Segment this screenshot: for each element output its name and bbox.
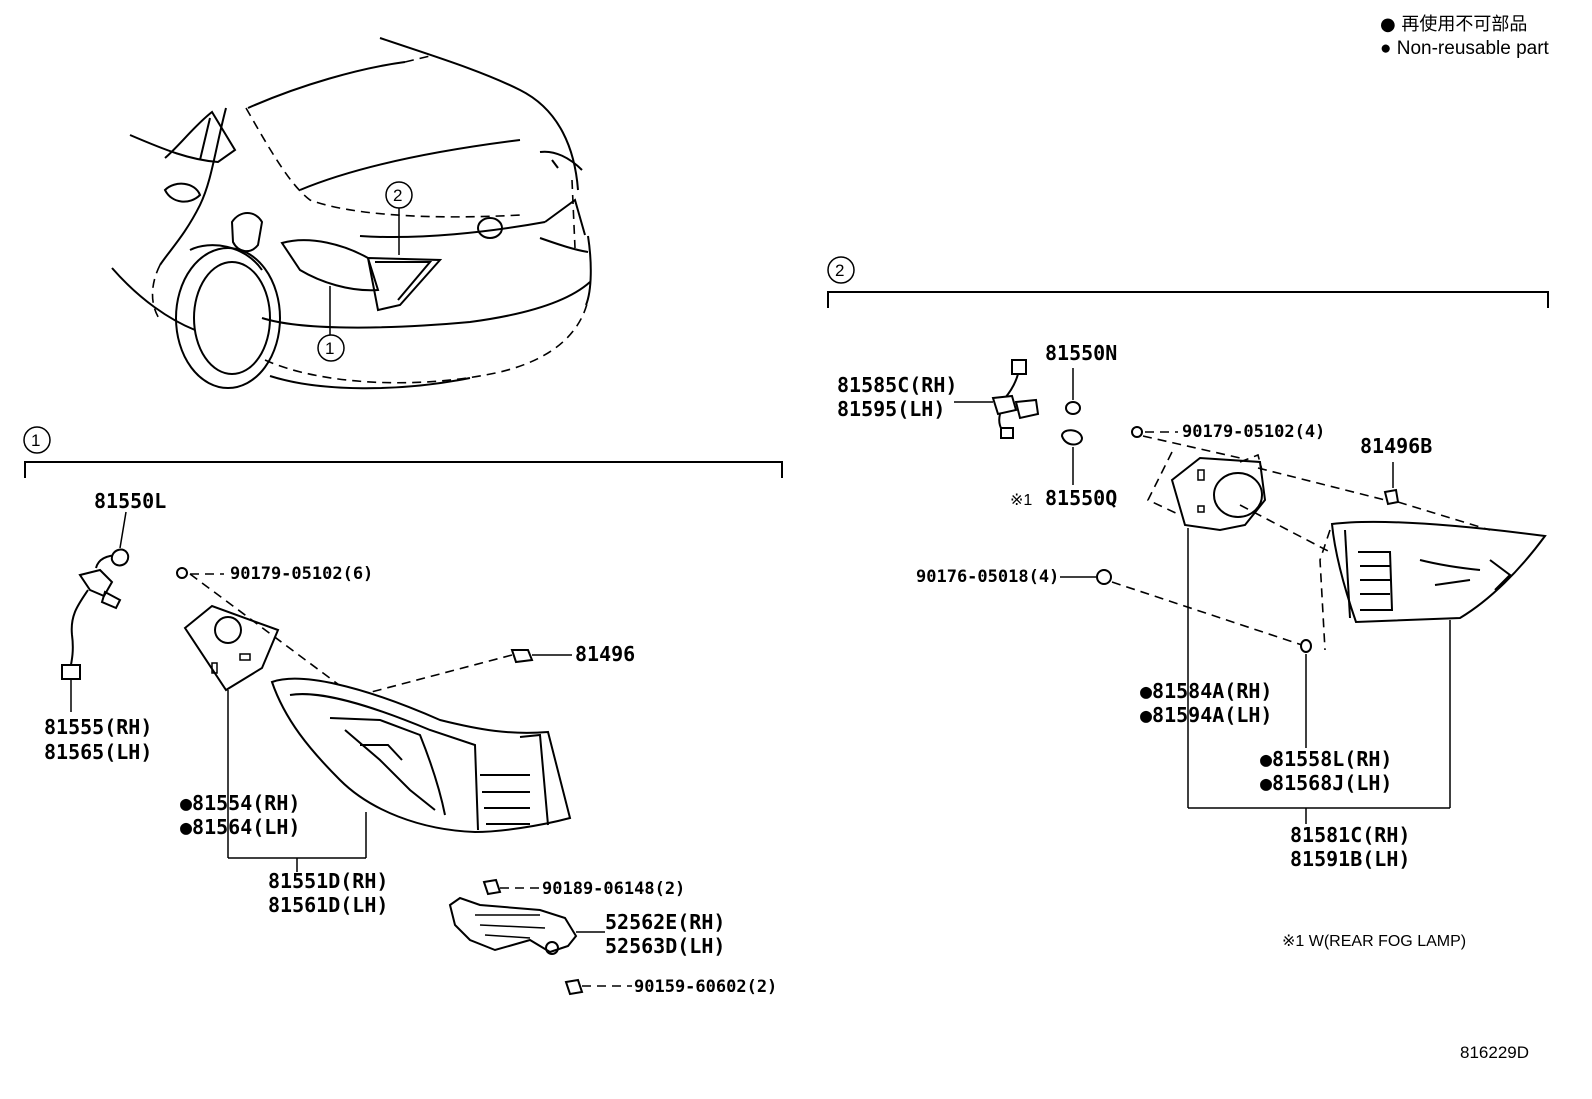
legend: ● 再使用不可部品 ● Non-reusable part	[1380, 14, 1550, 59]
legend-en: ● Non-reusable part	[1380, 38, 1550, 59]
inner-lamp-81581C	[1330, 520, 1547, 808]
label-81591B-lh: 81591B(LH)	[1290, 847, 1410, 871]
label-81550N: 81550N	[1045, 341, 1117, 365]
label-90159-60602-2: 90159-60602(2)	[634, 977, 777, 997]
wire-harness-81585C	[954, 359, 1040, 439]
label-81594A-lh: ●81594A(LH)	[1140, 703, 1272, 727]
label-52563D-lh: 52563D(LH)	[605, 934, 725, 958]
overview-callout-1: 1	[317, 286, 345, 362]
clip-81496	[510, 649, 572, 664]
label-81555-rh: 81555(RH)	[44, 715, 152, 739]
label-90179-05102-6: 90179-05102(6)	[230, 564, 373, 584]
callout-1-number: 1	[325, 339, 334, 358]
label-81496: 81496	[575, 642, 635, 666]
label-81585C-rh: 81585C(RH)	[837, 373, 957, 397]
label-81568J-lh: ●81568J(LH)	[1260, 771, 1392, 795]
tail-lamp-81551D	[270, 677, 572, 858]
label-81564-lh: ●81564(LH)	[180, 815, 300, 839]
label-81551D-rh: 81551D(RH)	[268, 869, 388, 893]
section-2-marker: 2	[835, 261, 844, 280]
label-52562E-rh: 52562E(RH)	[605, 910, 725, 934]
label-81595-lh: 81595(LH)	[837, 397, 945, 421]
label-81550Q-mark: ※1	[1010, 492, 1032, 509]
nut-90176	[1060, 569, 1303, 646]
label-81561D-lh: 81561D(LH)	[268, 893, 388, 917]
drawing-code: 816229D	[1460, 1043, 1529, 1062]
callout-2-number: 2	[393, 186, 402, 205]
legend-jp: ● 再使用不可部品	[1380, 14, 1527, 35]
label-81581C-rh: 81581C(RH)	[1290, 823, 1410, 847]
wire-harness-81555	[61, 511, 130, 712]
car-overview-illustration	[111, 37, 592, 390]
bracket-52562E	[448, 896, 605, 955]
label-81550L: 81550L	[94, 489, 166, 513]
label-81565-lh: 81565(LH)	[44, 740, 152, 764]
label-81496B: 81496B	[1360, 434, 1432, 458]
label-90179-05102-4: 90179-05102(4)	[1182, 422, 1325, 442]
label-81584A-rh: ●81584A(RH)	[1140, 679, 1272, 703]
overview-callout-2: 2	[385, 181, 413, 255]
section-2: 2	[827, 256, 1549, 871]
footnote-rear-fog: ※1 W(REAR FOG LAMP)	[1282, 933, 1466, 950]
label-90176-05018-4: 90176-05018(4)	[916, 567, 1059, 587]
gasket-81584A	[1170, 456, 1267, 808]
label-90189-06148-2: 90189-06148(2)	[542, 879, 685, 899]
label-81558L-rh: ●81558L(RH)	[1260, 747, 1392, 771]
gasket-81554	[183, 604, 280, 858]
label-81554-rh: ●81554(RH)	[180, 791, 300, 815]
section-1-marker: 1	[31, 431, 40, 450]
section-1: 1	[23, 426, 783, 997]
label-81550Q: 81550Q	[1045, 486, 1117, 510]
